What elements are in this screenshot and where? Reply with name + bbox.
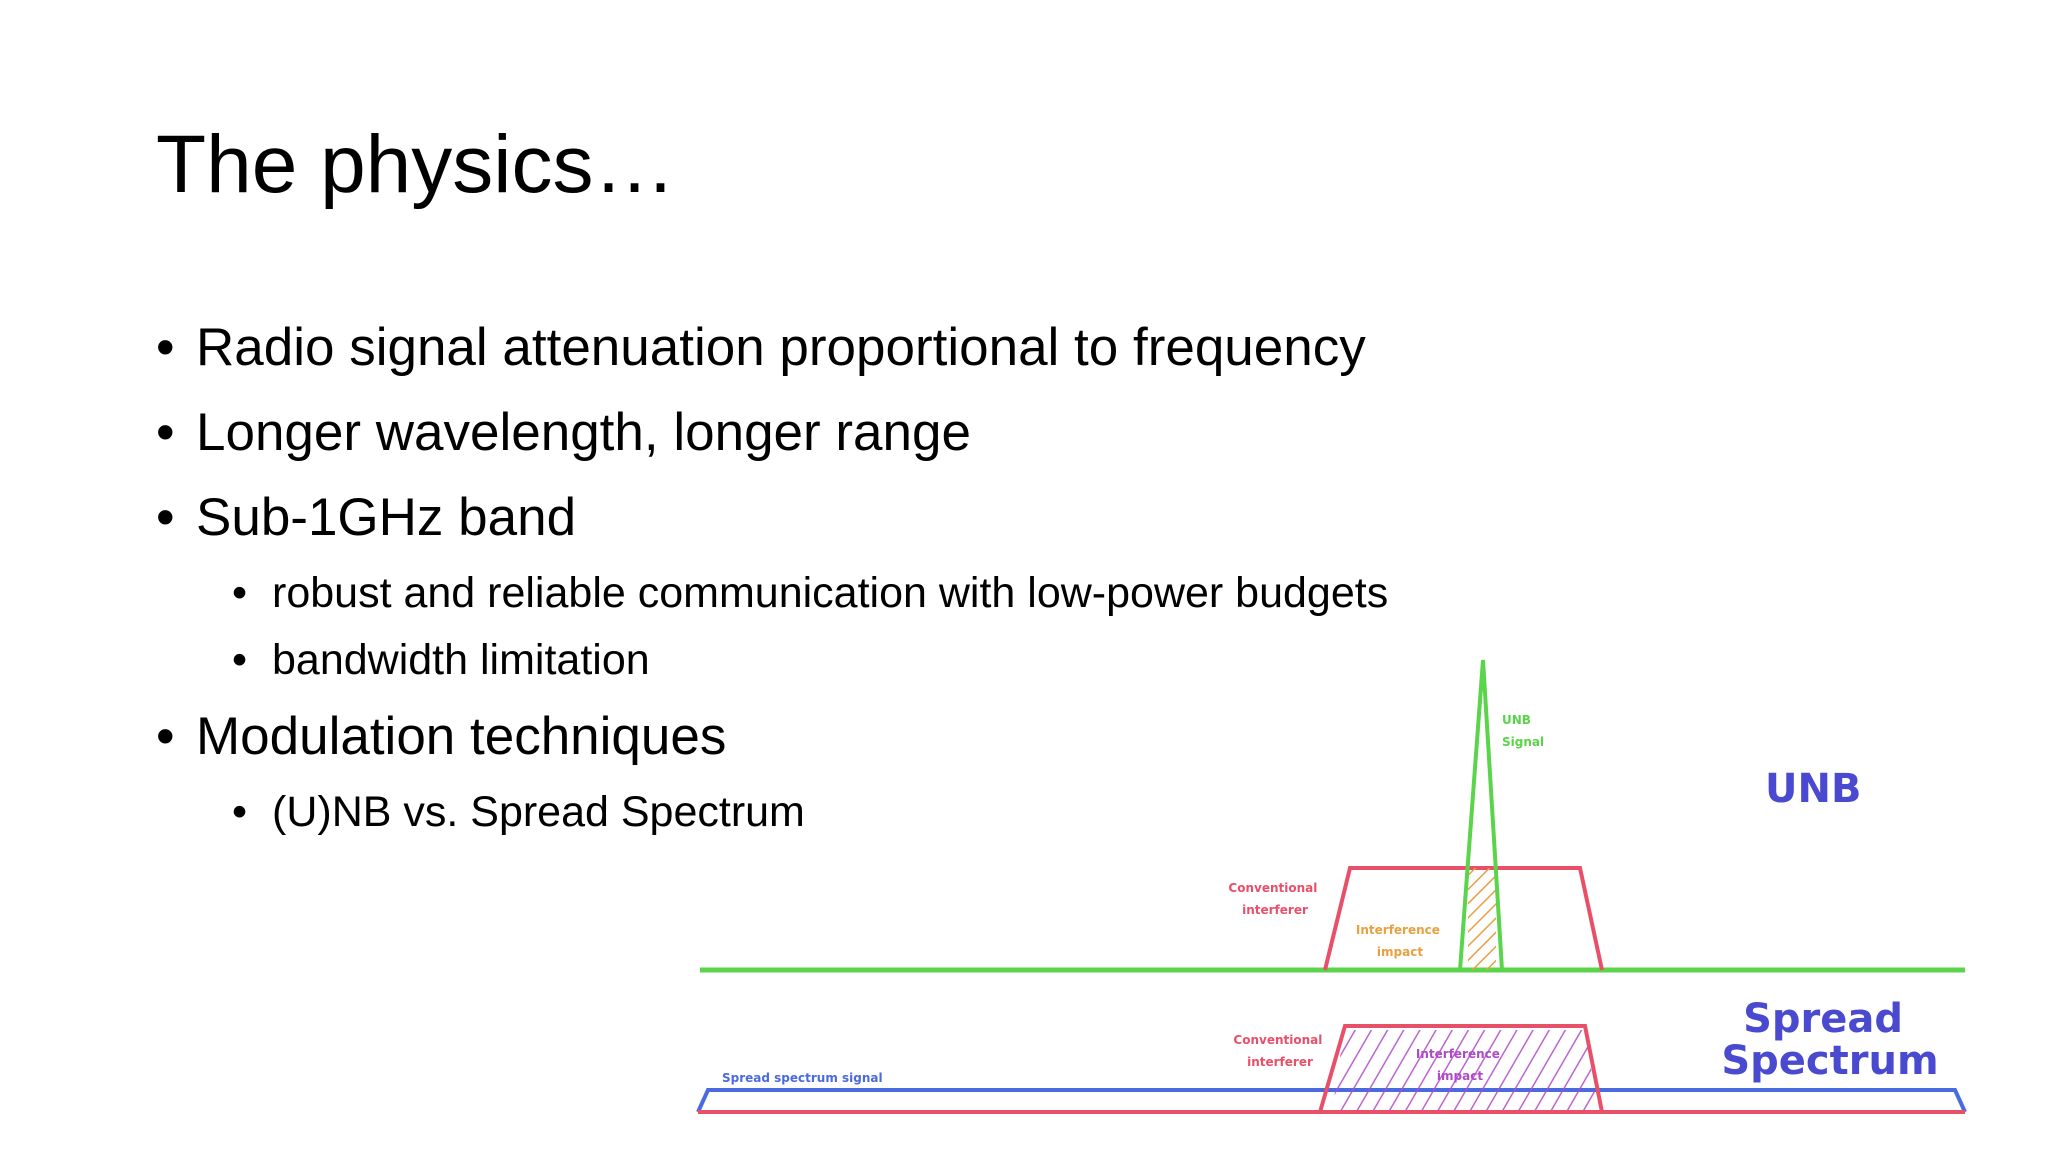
- bullet-radio-attenuation: Radio signal attenuation proportional to…: [156, 305, 1388, 390]
- spread-title-label: Spread Spectrum: [1721, 996, 1938, 1084]
- unb-signal-spike: [1458, 659, 1504, 971]
- unb-interferer-label: Conventional interferer: [1228, 881, 1321, 917]
- unb-impact-hatch: [1468, 868, 1496, 970]
- unb-title-label: UNB: [1765, 766, 1861, 812]
- slide-title: The physics…: [156, 119, 676, 210]
- unb-vs-spread-spectrum-diagram: UNB Signal Conventional interferer Inter…: [680, 630, 2000, 1130]
- bullet-sub-1ghz: Sub-1GHz band: [156, 475, 1388, 560]
- spread-interferer-label: Conventional interferer: [1233, 1033, 1326, 1069]
- unb-signal-label: UNB Signal: [1502, 713, 1544, 749]
- subbullet-robust-communication: robust and reliable communication with l…: [156, 560, 1388, 627]
- bullet-modulation-techniques: Modulation techniques: [156, 694, 1388, 779]
- spread-impact-label: Interference impact: [1416, 1047, 1504, 1083]
- unb-impact-label: Interference impact: [1356, 923, 1444, 959]
- bullet-list: Radio signal attenuation proportional to…: [156, 305, 1388, 846]
- spread-signal-trapezoid: [696, 1088, 1967, 1113]
- spread-signal-label: Spread spectrum signal: [722, 1071, 883, 1085]
- unb-interferer-trapezoid: [1323, 866, 1604, 971]
- bullet-longer-wavelength: Longer wavelength, longer range: [156, 390, 1388, 475]
- spread-impact-hatch: [1332, 1030, 1598, 1112]
- subbullet-unb-vs-spread: (U)NB vs. Spread Spectrum: [156, 779, 1388, 846]
- subbullet-bandwidth-limitation: bandwidth limitation: [156, 627, 1388, 694]
- spread-interferer-trapezoid: [1318, 1024, 1604, 1113]
